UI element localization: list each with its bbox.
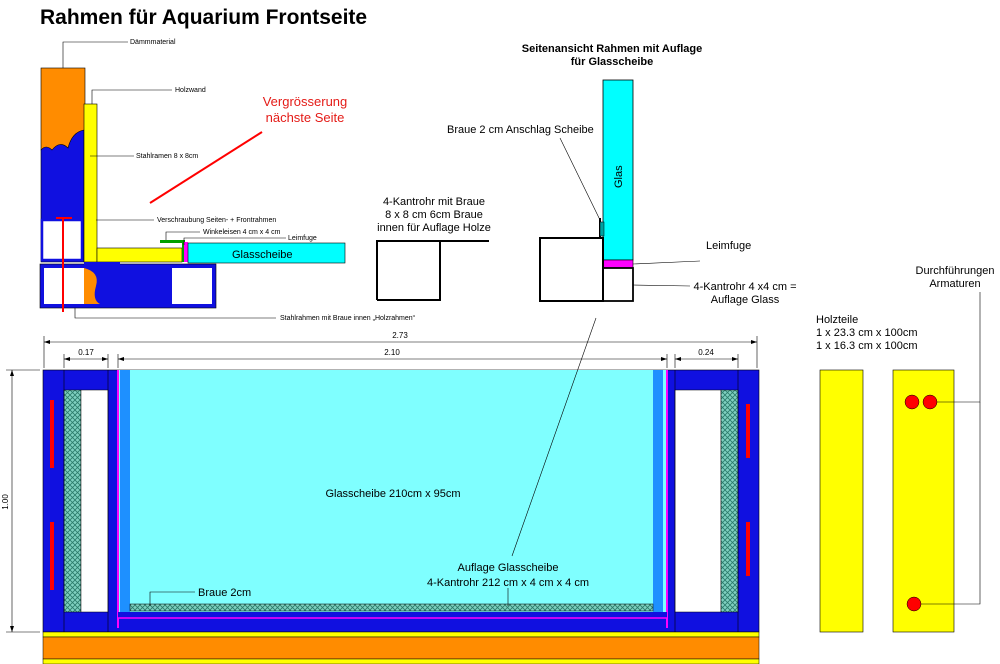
verschraubung-label: Verschraubung Seiten- + Frontrahmen (157, 217, 276, 224)
glass-pane-detail (187, 242, 346, 264)
glass-edge-left (120, 370, 130, 612)
enlargement-arrow (149, 131, 263, 204)
glass-support-mesh (129, 603, 654, 612)
stahlramen-label: Stahlramen 8 x 8cm (136, 153, 198, 160)
base-yellow-2 (42, 658, 760, 664)
front-view: Glasscheibe 210cm x 95cm Auflage Glassch… (42, 317, 760, 664)
left-red-mark-2 (50, 522, 54, 590)
base-orange (42, 636, 760, 660)
side-view-title-2: für Glasscheibe (571, 56, 654, 68)
daemm-label: Dämmmaterial (130, 39, 176, 46)
left-white-panel (80, 389, 109, 613)
dimension-arrows (10, 340, 757, 632)
holzteile-title: Holzteile (816, 314, 858, 326)
side-tube-small (602, 267, 634, 302)
leimfuge-label-side: Leimfuge (706, 240, 751, 252)
side-glue (602, 259, 634, 269)
leimfuge-label-left: Leimfuge (288, 235, 317, 242)
auflage-line2: 4-Kantrohr 212 cm x 4 cm x 4 cm (427, 577, 589, 589)
kantrohr-line3: innen für Auflage Holze (377, 222, 491, 234)
front-glass (118, 370, 667, 614)
dim-total-width: 2.73 (392, 331, 408, 340)
side-tube-large (539, 237, 604, 302)
enlargement-note: Vergrösserung nächste Seite (149, 94, 348, 204)
frame-lip (84, 262, 120, 266)
kantrohr-auflage-line1: 4-Kantrohr 4 x4 cm = (693, 281, 796, 293)
winkeleisen-label: Winkeleisen 4 cm x 4 cm (203, 229, 281, 236)
dim-height: 1.00 (1, 494, 10, 510)
left-red-mark-1 (50, 400, 54, 468)
wood-wall (83, 103, 98, 263)
right-red-mark-2 (746, 522, 750, 576)
front-glass-label: Glasscheibe 210cm x 95cm (325, 488, 460, 500)
holzteile-line2: 1 x 16.3 cm x 100cm (816, 340, 918, 352)
kantrohr-shape (376, 240, 489, 301)
dim-inner-width: 2.10 (384, 348, 400, 357)
glasscheibe-label: Glasscheibe (232, 249, 293, 261)
kantrohr-middle-section: 4-Kantrohr mit Braue 8 x 8 cm 6cm Braue … (376, 196, 491, 301)
side-view-title-1: Seitenansicht Rahmen mit Auflage (522, 43, 703, 55)
dim-right: 0.24 (698, 348, 714, 357)
angle-iron (160, 240, 185, 243)
wood-horizontal (96, 247, 183, 263)
vergroesserung-line2: nächste Seite (266, 110, 345, 125)
kantrohr-auflage-line2: Auflage Glass (711, 294, 780, 306)
base-yellow-1 (42, 631, 760, 638)
kantrohr-line2: 8 x 8 cm 6cm Braue (385, 209, 483, 221)
vergroesserung-line1: Vergrösserung (263, 94, 348, 109)
right-white-panel (674, 389, 722, 613)
left-leader-lines (62, 41, 286, 319)
auflage-leader-line (511, 317, 597, 557)
glas-label: Glas (613, 165, 625, 188)
glass-edge-right (653, 370, 663, 612)
glue-joint (184, 242, 188, 262)
steel-tube-lower-right (172, 268, 212, 304)
angle-iron-vertical (182, 240, 185, 262)
dimension-lines (6, 336, 758, 633)
stahlrahmen-braue-label: Stahlrahmen mit Braue innen „Holzrahmen“ (280, 315, 416, 322)
right-red-mark-1 (746, 404, 750, 458)
kantrohr-line1: 4-Kantrohr mit Braue (383, 196, 485, 208)
durchfuehrungen-line1: Durchführungen (916, 265, 995, 277)
auflage-line1: Auflage Glasscheibe (458, 562, 559, 574)
wood-part-wide (892, 369, 955, 633)
hole-1 (904, 394, 920, 410)
holzteile-line1: 1 x 23.3 cm x 100cm (816, 327, 918, 339)
dim-left: 0.17 (78, 348, 94, 357)
holzteile-section: Holzteile 1 x 23.3 cm x 100cm 1 x 16.3 c… (816, 265, 995, 633)
insulation-lower (84, 268, 100, 304)
hole-2 (922, 394, 938, 410)
side-view-section: Seitenansicht Rahmen mit Auflage für Gla… (447, 43, 797, 306)
left-detail-section: Glasscheibe Dämmmaterial Holzwand Stahlr… (39, 39, 416, 322)
right-mesh-strip (720, 389, 739, 613)
page-title: Rahmen für Aquarium Frontseite (40, 6, 367, 29)
holzwand-label: Holzwand (175, 87, 206, 94)
braue-2cm-label: Braue 2cm (198, 587, 251, 599)
durchfuehrungen-line2: Armaturen (929, 278, 980, 290)
left-mesh-strip (63, 389, 82, 613)
braue-anschlag-label: Braue 2 cm Anschlag Scheibe (447, 124, 594, 136)
hole-3 (906, 596, 922, 612)
wood-part-narrow (819, 369, 864, 633)
